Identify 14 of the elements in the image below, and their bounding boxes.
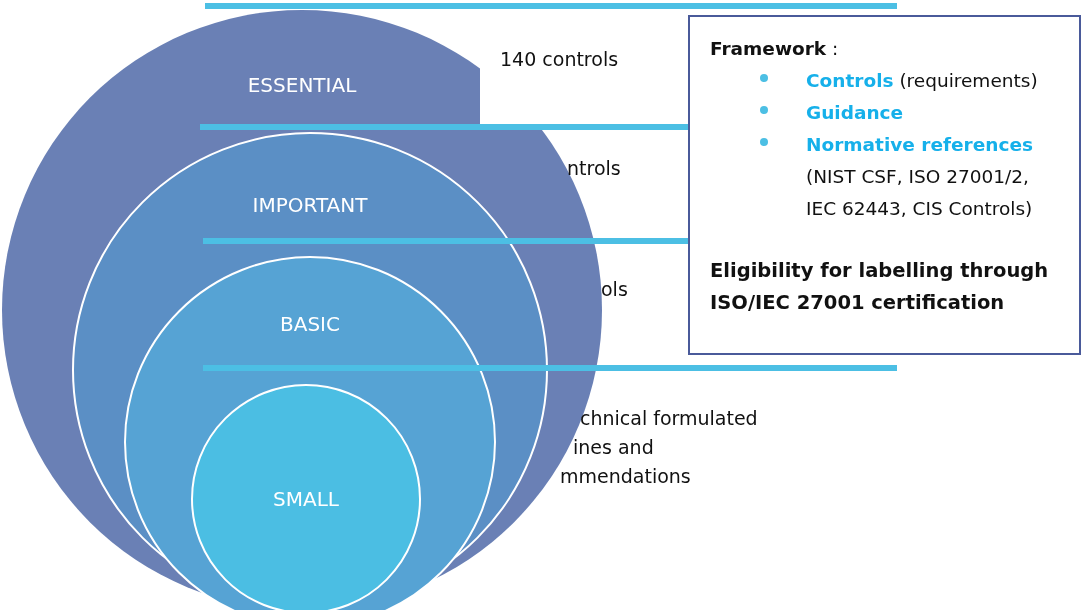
panel-text: Guidance	[806, 101, 904, 125]
panel-text: Controls (requirements)	[806, 69, 1038, 93]
panel-text: Normative references (NIST CSF, ISO 27001/2, IEC 62443, CIS Controls)	[806, 133, 1034, 221]
text-label: ntrols	[567, 156, 621, 181]
circle-label: SMALL	[273, 487, 339, 511]
text-label: chnical formulated ines and mmendations	[560, 406, 758, 489]
circle-label: IMPORTANT	[252, 193, 368, 217]
text-label: ols	[601, 277, 628, 302]
text-label: 140 controls	[500, 47, 619, 72]
panel-text: Eligibility for labelling through ISO/IEC 27001 certification	[710, 258, 1050, 316]
text-panel	[688, 15, 1081, 355]
circle-label: BASIC	[280, 312, 340, 336]
panel-text: Framework :	[710, 37, 840, 61]
circle-label: ESSENTIAL	[247, 73, 357, 97]
